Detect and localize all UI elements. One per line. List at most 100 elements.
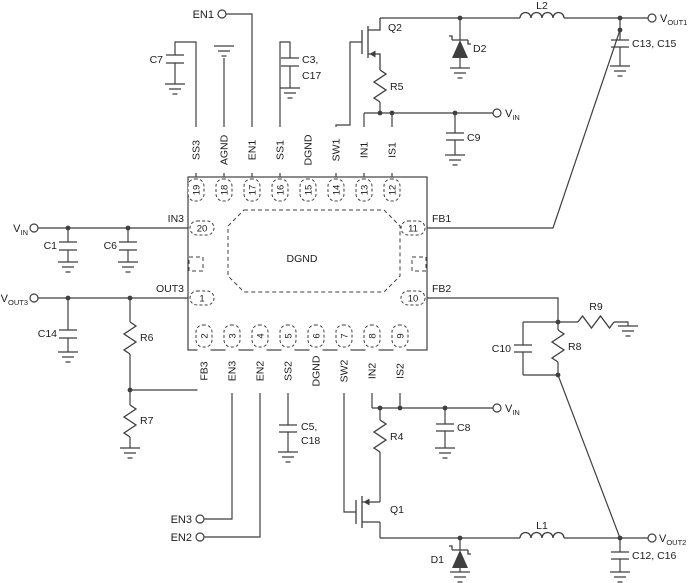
- junction-dot: [617, 535, 623, 541]
- label-r8: R8: [568, 341, 582, 353]
- capacitor-c12-c16: [611, 551, 629, 560]
- junction-dot: [125, 225, 131, 231]
- pin-box: [243, 178, 261, 202]
- pin-name-en2: EN2: [255, 361, 267, 382]
- label-c18: C18: [301, 435, 320, 447]
- thermal-pad-outline: [227, 209, 401, 293]
- wire: [204, 347, 233, 520]
- pin-box: [307, 324, 325, 348]
- pin-number: 14: [331, 185, 342, 196]
- pin-name-ss3: SS3: [191, 140, 203, 160]
- terminal-circle-vout1: [647, 13, 657, 23]
- pin-name-agnd: AGND: [219, 134, 231, 165]
- pin-box: [195, 324, 213, 348]
- ground-icon: [450, 67, 470, 79]
- ground-icon: [445, 154, 465, 166]
- ground-icon: [165, 83, 185, 95]
- label-l2: L2: [536, 0, 548, 12]
- pin-number: 8: [367, 333, 378, 338]
- label-r7: R7: [140, 415, 154, 427]
- resistor-r6: [122, 321, 138, 355]
- pin-name-en1: EN1: [247, 140, 259, 161]
- ground-icon: [58, 261, 78, 273]
- thermal-pad-label: DGND: [287, 253, 318, 265]
- label-vin-top: VIN: [505, 108, 520, 122]
- wire: [226, 13, 253, 180]
- pin-box: [271, 178, 289, 202]
- label-en1-terminal: EN1: [193, 9, 214, 21]
- pin-box: [187, 178, 205, 202]
- pin-number: 19: [191, 185, 202, 196]
- pin-number: 9: [395, 333, 406, 338]
- pin-name-is1: IS1: [387, 142, 399, 158]
- pin-name-sw2: SW2: [339, 359, 351, 382]
- junction-dot: [377, 405, 383, 411]
- diode-d2: [449, 35, 471, 58]
- label-vout2: VOUT2: [659, 533, 686, 547]
- label-c1: C1: [44, 240, 58, 252]
- pin-number: 7: [339, 333, 350, 338]
- pin-name-in2: IN2: [367, 363, 379, 380]
- wire: [130, 347, 205, 391]
- pin-number: 20: [197, 223, 208, 234]
- pin-name-sw1: SW1: [331, 138, 343, 161]
- wire: [425, 29, 621, 229]
- mosfet-arrow-icon: [369, 50, 376, 58]
- ground-icons: [58, 45, 638, 583]
- junction-dot: [555, 319, 561, 325]
- terminal-labels: EN1 VIN VOUT3 VIN VOUT1 EN3 EN2 VIN VOUT…: [1, 9, 688, 547]
- pin-box: [355, 178, 373, 202]
- pin-name-en3: EN3: [227, 361, 239, 382]
- terminal-circle-vin-top: [492, 108, 502, 118]
- capacitor-c14: [59, 298, 77, 352]
- ground-icon: [118, 261, 138, 273]
- pin-box: [251, 324, 269, 348]
- resistor-r4: [372, 419, 388, 453]
- pin-name-backgrounds: [189, 127, 407, 393]
- pin-name-out3: OUT3: [156, 283, 184, 295]
- ground-icon: [450, 571, 470, 583]
- capacitor-c1: [59, 228, 77, 262]
- terminal-circle-en3: [195, 514, 205, 524]
- terminal-circle-en2: [195, 532, 205, 542]
- pin-name-in1: IN1: [359, 142, 371, 159]
- label-d1: D1: [431, 554, 445, 566]
- junction-dot: [65, 225, 71, 231]
- pin-number: 5: [283, 333, 294, 338]
- pin-number: 16: [275, 185, 286, 196]
- terminals: [29, 9, 657, 543]
- capacitor-c8: [436, 423, 454, 432]
- label-q1: Q1: [390, 504, 404, 516]
- terminal-circle-vin-bottom: [492, 403, 502, 413]
- ground-icon: [618, 325, 638, 337]
- wire: [425, 297, 559, 322]
- pin-name-fb2: FB2: [432, 283, 451, 295]
- ground-icon: [610, 571, 630, 583]
- pin-number: 17: [247, 185, 258, 196]
- pin-number: 6: [311, 333, 322, 338]
- pin-box: [215, 178, 233, 202]
- label-r4: R4: [390, 431, 404, 443]
- pin-name-fb3: FB3: [199, 361, 211, 380]
- capacitor-c6: [119, 228, 137, 262]
- pin-numbers: 19 18 17 16 15 14 13 12 2 3 4 5 6 7 8 9 …: [191, 185, 418, 339]
- pin-box: [391, 324, 409, 348]
- pin-number: 13: [359, 185, 370, 196]
- pin-number: 18: [219, 185, 230, 196]
- pad-tab: [411, 256, 427, 272]
- pin-names: SS3 AGND EN1 SS1 DGND SW1 IN1 IS1 FB3 EN…: [156, 134, 451, 386]
- diode-d1: [449, 545, 471, 568]
- label-r6: R6: [140, 332, 154, 344]
- junction-dot: [65, 295, 71, 301]
- pin-number: 10: [408, 293, 419, 304]
- junction-dots: [65, 15, 623, 541]
- label-r5: R5: [390, 81, 404, 93]
- pin-number: 2: [199, 333, 210, 338]
- label-c13-c15: C13, C15: [632, 38, 677, 50]
- pin-box: [363, 324, 381, 348]
- wire: [204, 347, 261, 538]
- label-en3-terminal: EN3: [171, 514, 192, 526]
- component-labels: C7 C3, C17 C1 C6 C14 R6 R7 Q2 R5 D2 C9 L…: [38, 0, 677, 566]
- ground-icon: [435, 447, 455, 459]
- label-q2: Q2: [388, 22, 402, 34]
